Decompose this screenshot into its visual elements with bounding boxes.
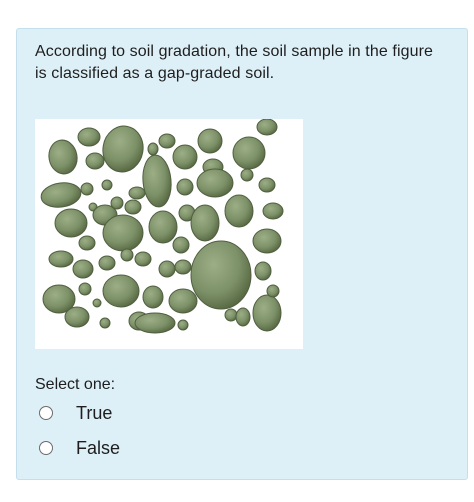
soil-particle: [102, 125, 144, 173]
soil-particle: [142, 285, 164, 309]
soil-particles-image: [40, 119, 284, 334]
soil-particle: [98, 255, 116, 271]
soil-particle: [120, 248, 134, 262]
soil-particle: [134, 251, 152, 267]
soil-particle: [142, 154, 172, 208]
option-true-label: True: [76, 403, 113, 423]
radio-false[interactable]: [39, 441, 53, 455]
soil-particle: [232, 136, 266, 170]
soil-particle: [258, 177, 276, 193]
soil-particle: [92, 298, 102, 308]
soil-particle: [172, 144, 198, 170]
soil-particle: [174, 259, 192, 275]
soil-particle: [102, 214, 144, 252]
soil-particle: [40, 182, 82, 208]
soil-particle: [224, 308, 238, 322]
soil-particle: [158, 133, 176, 149]
soil-particle: [240, 168, 254, 182]
soil-particle: [48, 250, 74, 268]
select-one-label: Select one:: [35, 376, 116, 393]
soil-particle: [176, 178, 194, 196]
soil-particle: [148, 210, 178, 244]
soil-particle: [196, 168, 234, 198]
soil-particle: [64, 306, 90, 328]
soil-particle: [172, 236, 190, 254]
soil-particle: [102, 274, 140, 308]
radio-true[interactable]: [39, 406, 53, 420]
soil-particle: [99, 317, 111, 329]
soil-particle: [42, 284, 76, 314]
soil-particle: [177, 319, 189, 331]
soil-particle: [266, 284, 280, 298]
soil-particle: [80, 182, 94, 196]
option-true[interactable]: True: [39, 400, 112, 426]
soil-particle: [124, 199, 142, 215]
soil-particle: [128, 186, 146, 200]
soil-particle: [252, 294, 282, 332]
soil-particle: [48, 139, 78, 175]
soil-particle: [78, 282, 92, 296]
option-false[interactable]: False: [39, 435, 120, 461]
soil-particle: [147, 142, 159, 156]
soil-particle: [110, 196, 124, 210]
soil-particle: [158, 260, 176, 278]
soil-particle: [190, 240, 252, 310]
soil-particle: [197, 128, 223, 154]
soil-particle: [85, 152, 105, 170]
soil-particle: [78, 235, 96, 251]
soil-particle: [72, 259, 94, 279]
question-text: According to soil gradation, the soil sa…: [35, 43, 434, 82]
soil-particle: [168, 288, 198, 314]
soil-particle: [256, 119, 278, 136]
soil-particle: [54, 208, 88, 238]
soil-particle: [101, 179, 113, 191]
soil-particle: [254, 261, 272, 281]
soil-sample-figure: [35, 119, 303, 349]
soil-particle: [224, 194, 254, 228]
question-card: According to soil gradation, the soil sa…: [16, 28, 468, 480]
soil-particle: [235, 307, 251, 327]
soil-particle: [262, 202, 284, 220]
soil-particle: [190, 204, 220, 242]
soil-particle: [252, 228, 282, 254]
option-false-label: False: [76, 438, 121, 458]
soil-particle: [77, 127, 101, 147]
soil-particle: [134, 312, 176, 334]
